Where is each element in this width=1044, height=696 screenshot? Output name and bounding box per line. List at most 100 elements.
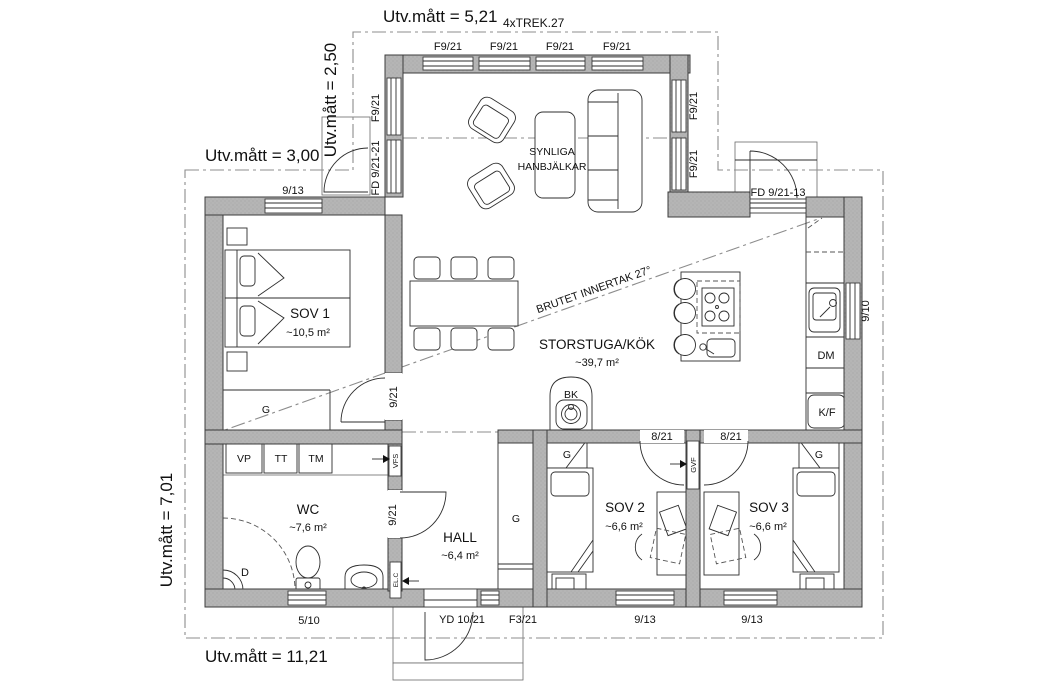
room-wc-area: ~7,6 m² bbox=[289, 522, 327, 534]
dim-left-vertical: Utv.mått = 7,01 bbox=[157, 473, 176, 587]
label-gvf: GVF bbox=[689, 457, 698, 473]
double-bed bbox=[224, 249, 351, 348]
room-wc-name: WC bbox=[297, 502, 320, 517]
top-windows bbox=[422, 56, 644, 71]
label-shower: D bbox=[241, 567, 249, 579]
wc-fixtures bbox=[222, 440, 390, 592]
bar-stools bbox=[673, 278, 696, 356]
vfs-arrow bbox=[383, 455, 390, 463]
sov1-furniture bbox=[223, 227, 351, 430]
label-fridge-freezer: K/F bbox=[818, 407, 835, 419]
door-swings bbox=[323, 147, 798, 661]
dim-bottom: Utv.mått = 11,21 bbox=[205, 647, 328, 666]
west-door-swing bbox=[323, 147, 369, 193]
label-dishwasher: DM bbox=[817, 350, 834, 362]
front-door-swing bbox=[424, 611, 474, 661]
front-porch-step bbox=[392, 662, 524, 681]
north-entry-swing bbox=[749, 150, 798, 199]
sov2-door-swing bbox=[639, 440, 685, 486]
front-window-f321 bbox=[480, 590, 500, 606]
dim-top-note: 4xTREK.27 bbox=[503, 16, 565, 30]
label-front-door: YD 10/21 bbox=[439, 614, 485, 626]
label-front-window: F3/21 bbox=[509, 614, 537, 626]
room-sov3-name: SOV 3 bbox=[749, 500, 789, 515]
island-sink bbox=[706, 338, 736, 358]
wood-stove bbox=[549, 376, 593, 433]
label-stove: BK bbox=[564, 389, 578, 401]
label-elc: EL.C bbox=[393, 572, 400, 587]
entry-platforms bbox=[321, 116, 818, 681]
label-wardrobe-hall: G bbox=[512, 513, 520, 525]
label-top-window-1: F9/21 bbox=[434, 41, 462, 53]
living-room-furniture bbox=[409, 89, 643, 351]
label-east-window-910: 9/10 bbox=[860, 300, 872, 321]
room-labels: SOV 1 ~10,5 m² STORSTUGA/KÖK ~39,7 m² WC… bbox=[286, 306, 789, 562]
sov3-door-swing bbox=[703, 440, 749, 486]
washer-box bbox=[298, 442, 333, 474]
west-wall bbox=[204, 196, 224, 608]
sov2-chair bbox=[649, 527, 687, 565]
dim-top: Utv.mått = 5,21 bbox=[383, 7, 497, 26]
sov2-west-partition bbox=[532, 429, 548, 608]
sov2-door-gap bbox=[640, 430, 684, 443]
armchair-1 bbox=[468, 96, 516, 144]
electrical-cabinet bbox=[389, 561, 402, 599]
east-window-f921-1 bbox=[671, 79, 687, 133]
label-beams-1: SYNLIGA bbox=[529, 146, 575, 158]
room-sov3-area: ~6,6 m² bbox=[749, 521, 787, 533]
label-east-window-2: F9/21 bbox=[688, 150, 700, 178]
sov1-door-swing bbox=[340, 377, 386, 423]
label-sov2-door: 8/21 bbox=[651, 431, 672, 443]
label-beams-2: HANBJÄLKAR bbox=[518, 161, 587, 173]
room-sov2-area: ~6,6 m² bbox=[605, 521, 643, 533]
dining-set bbox=[409, 256, 519, 351]
room-hall-area: ~6,4 m² bbox=[441, 550, 479, 562]
label-sov3-window: 9/13 bbox=[741, 614, 762, 626]
wc-door-gap bbox=[388, 490, 402, 538]
opening-labels: F9/21 F9/21 F9/21 F9/21 F9/21 FD 9/21-21… bbox=[282, 41, 872, 627]
nightstand bbox=[226, 351, 248, 372]
north-entry-door bbox=[749, 198, 807, 214]
label-top-window-2: F9/21 bbox=[490, 41, 518, 53]
heat-pump-box bbox=[225, 442, 263, 474]
room-hall-name: HALL bbox=[443, 530, 477, 545]
label-bath-window: 5/10 bbox=[298, 615, 319, 627]
label-wc-door: 9/21 bbox=[387, 504, 399, 525]
label-north-window: 9/13 bbox=[282, 185, 303, 197]
ceiling-break-line bbox=[207, 218, 819, 437]
label-vfs: VFS bbox=[391, 454, 400, 469]
label-wardrobe-sov1: G bbox=[262, 404, 270, 416]
east-window-910 bbox=[845, 282, 861, 340]
sov3-chair bbox=[709, 527, 747, 565]
toilet bbox=[295, 545, 321, 592]
coffee-table bbox=[534, 111, 576, 199]
eaves-outline bbox=[184, 31, 884, 639]
label-west-window: F9/21 bbox=[370, 94, 382, 122]
north-window-913 bbox=[264, 198, 323, 214]
sink-faucet bbox=[829, 299, 837, 307]
sov1-door-gap bbox=[385, 373, 402, 420]
dining-table bbox=[409, 280, 519, 327]
label-west-door: FD 9/21-21 bbox=[370, 140, 382, 195]
label-heat-pump: VP bbox=[237, 453, 251, 465]
sov1-partition bbox=[384, 214, 403, 374]
wc-door-swing bbox=[399, 491, 447, 539]
front-porch bbox=[392, 606, 524, 664]
dim-upper-left: Utv.mått = 3,00 bbox=[205, 146, 319, 165]
gvf-arrow bbox=[680, 460, 687, 468]
sov3-window bbox=[723, 590, 778, 606]
west-door-fd bbox=[386, 139, 402, 194]
washbasin bbox=[344, 564, 384, 592]
room-storstuga-name: STORSTUGA/KÖK bbox=[539, 337, 655, 352]
island-faucet bbox=[699, 343, 707, 351]
dim-upper-left-vertical: Utv.mått = 2,50 bbox=[321, 43, 340, 157]
kitchen bbox=[673, 217, 846, 430]
label-dryer: TT bbox=[275, 453, 288, 465]
label-sov2-window: 9/13 bbox=[634, 614, 655, 626]
dimension-labels: Utv.mått = 5,21 4xTREK.27 Utv.mått = 2,5… bbox=[157, 7, 565, 666]
front-door-opening bbox=[423, 588, 478, 608]
label-wardrobe-sov3: G bbox=[815, 449, 823, 461]
bath-window-510 bbox=[287, 590, 327, 606]
